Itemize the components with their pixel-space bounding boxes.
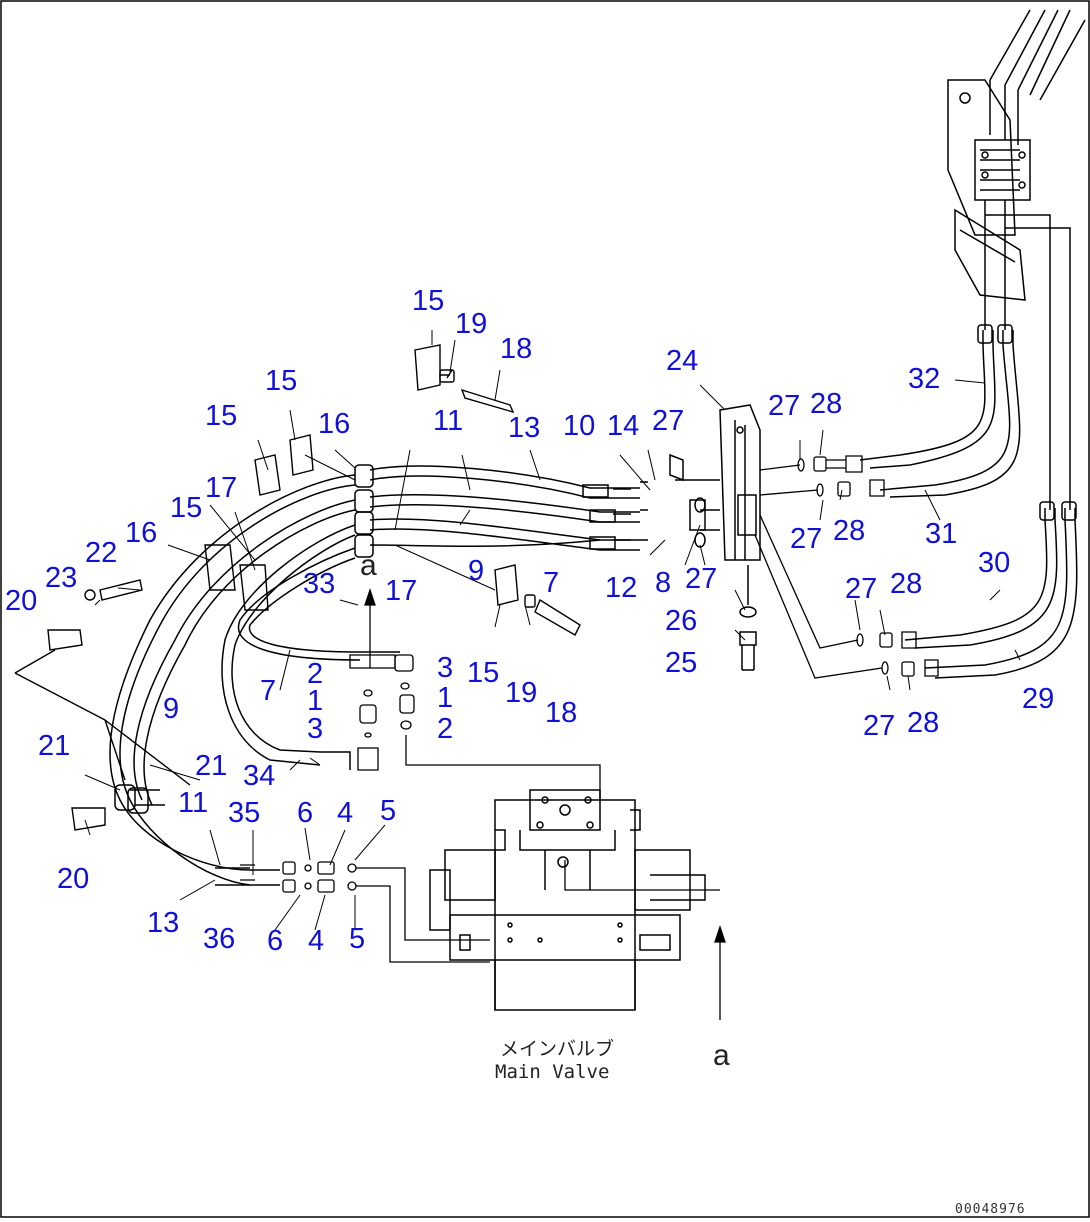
callout-9: 9 (468, 555, 484, 587)
callout-19: 19 (455, 308, 487, 340)
callout-15: 15 (265, 365, 297, 397)
callout-27: 27 (863, 710, 895, 742)
hose-bundle-center (109, 464, 648, 886)
callout-28: 28 (890, 568, 922, 600)
callout-6: 6 (267, 925, 283, 957)
drawing-number: 00048976 (955, 1202, 1026, 1217)
callout-11: 11 (178, 787, 208, 819)
valve-fittings (240, 654, 601, 963)
callout-7: 7 (543, 567, 559, 599)
callout-22: 22 (85, 537, 117, 569)
callout-17: 17 (205, 472, 237, 504)
callout-6: 6 (297, 797, 313, 829)
callout-15: 15 (412, 285, 444, 317)
callout-3: 3 (307, 713, 323, 745)
callout-13: 13 (147, 907, 179, 939)
callout-17: 17 (385, 575, 417, 607)
main-valve-label-en: Main Valve (495, 1061, 609, 1083)
callout-26: 26 (665, 605, 697, 637)
callout-20: 20 (57, 863, 89, 895)
clamps (14, 344, 581, 831)
callout-21: 21 (195, 750, 227, 782)
main-valve (429, 789, 706, 1011)
callout-10: 10 (563, 410, 595, 442)
callout-31: 31 (925, 518, 957, 550)
reference-a-top: a (360, 549, 377, 582)
callout-35: 35 (228, 797, 260, 829)
callout-18: 18 (500, 333, 532, 365)
reference-a-bottom: a (713, 1039, 730, 1072)
callout-21: 21 (38, 730, 70, 762)
callout-15: 15 (467, 657, 499, 689)
callout-labels: 15 19 18 24 15 15 16 11 13 10 14 27 27 2… (5, 285, 1054, 957)
callout-34: 34 (243, 760, 275, 792)
leader-lines (84, 330, 1021, 931)
boom-bracket (947, 9, 1086, 510)
callout-16: 16 (125, 517, 157, 549)
hoses-right (859, 324, 1078, 679)
callout-28: 28 (810, 388, 842, 420)
callout-27: 27 (685, 563, 717, 595)
callout-30: 30 (978, 547, 1010, 579)
callout-7: 7 (260, 675, 276, 707)
callout-27: 27 (845, 573, 877, 605)
callout-19: 19 (505, 677, 537, 709)
callout-36: 36 (203, 923, 235, 955)
callout-32: 32 (908, 363, 940, 395)
callout-28: 28 (833, 515, 865, 547)
callout-11: 11 (433, 405, 463, 437)
callout-5: 5 (380, 795, 396, 827)
callout-4: 4 (337, 797, 353, 829)
callout-15: 15 (170, 492, 202, 524)
callout-2: 2 (307, 658, 323, 690)
callout-20: 20 (5, 585, 37, 617)
callout-3: 3 (437, 652, 453, 684)
reference-arrows (364, 587, 726, 1020)
callout-13: 13 (508, 412, 540, 444)
callout-4: 4 (308, 925, 324, 957)
callout-14: 14 (607, 410, 639, 442)
callout-12: 12 (605, 572, 637, 604)
callout-33: 33 (303, 568, 335, 600)
callout-24: 24 (666, 345, 698, 377)
callout-27: 27 (652, 405, 684, 437)
callout-18: 18 (545, 697, 577, 729)
callout-16: 16 (318, 408, 350, 440)
callout-28: 28 (907, 707, 939, 739)
callout-25: 25 (665, 647, 697, 679)
callout-2: 2 (437, 713, 453, 745)
callout-1: 1 (307, 685, 323, 717)
fittings-27-28 (754, 455, 939, 679)
callout-5: 5 (349, 923, 365, 955)
callout-27: 27 (790, 523, 822, 555)
callout-1: 1 (437, 682, 453, 714)
callout-8: 8 (655, 567, 671, 599)
callout-27: 27 (768, 390, 800, 422)
callout-23: 23 (45, 562, 77, 594)
callout-9: 9 (163, 693, 179, 725)
callout-29: 29 (1022, 683, 1054, 715)
main-valve-label-jp: メインバルブ (500, 1037, 614, 1060)
callout-15: 15 (205, 400, 237, 432)
